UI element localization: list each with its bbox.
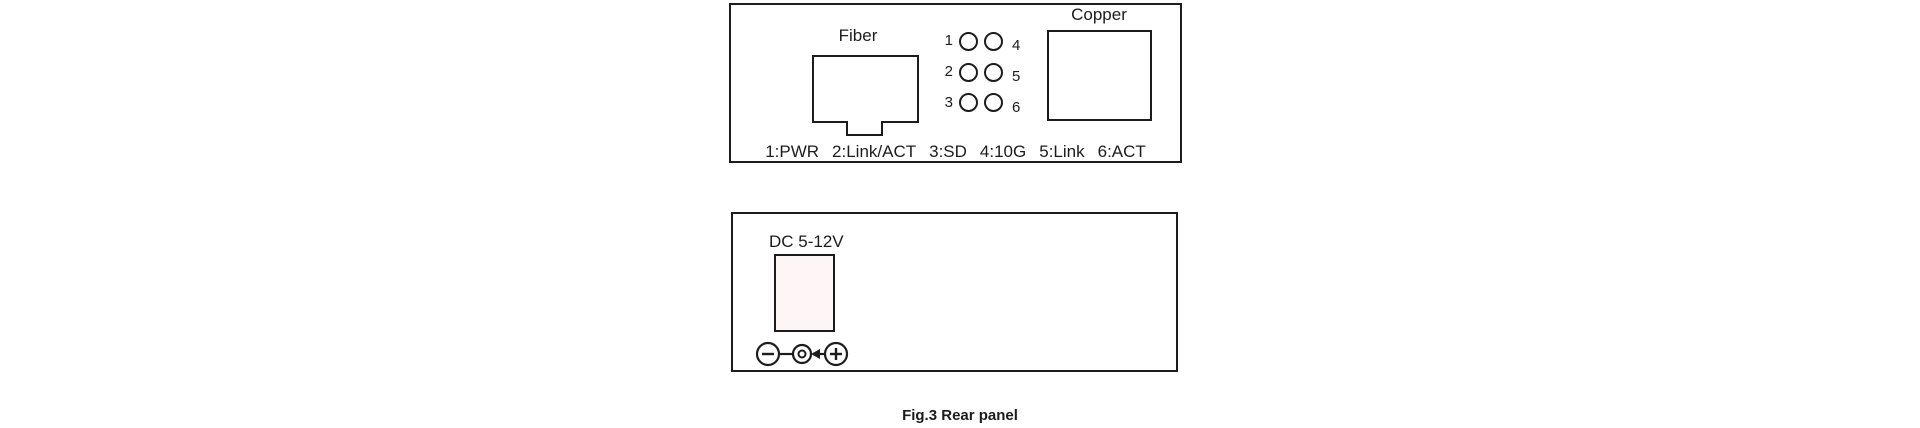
legend-item: 2:Link/ACT (832, 142, 917, 161)
fiber-port-label: Fiber (838, 26, 878, 45)
led-indicator-circle (959, 93, 978, 112)
copper-port-label: Copper (1071, 5, 1127, 24)
led-legend: 1:PWR 2:Link/ACT 3:SD 4:10G 5:Link 6:ACT (731, 143, 1180, 161)
led-indicator-circle (984, 63, 1003, 82)
legend-item: 6:ACT (1097, 142, 1146, 161)
led-number-label: 6 (1012, 99, 1021, 116)
dc-input-label: DC 5-12V (769, 232, 844, 251)
led-indicator-circle (984, 93, 1003, 112)
legend-item: 5:Link (1039, 142, 1085, 161)
led-number-label: 1 (944, 32, 953, 49)
led-number-label: 3 (944, 94, 953, 111)
legend-item: 1:PWR (765, 142, 820, 161)
rear-panel-ports-box: Fiber 1 2 3 4 5 6 Copper 1:PWR 2:Link/AC… (729, 3, 1182, 163)
fiber-port-icon (812, 55, 919, 136)
legend-item: 4:10G (979, 142, 1027, 161)
dc-polarity-center-positive-icon (755, 341, 849, 367)
led-number-label: 4 (1012, 37, 1021, 54)
led-number-label: 5 (1012, 68, 1021, 85)
led-indicator-circle (959, 63, 978, 82)
led-indicator-circle (984, 32, 1003, 51)
legend-item: 3:SD (929, 142, 967, 161)
figure-caption: Fig.3 Rear panel (902, 407, 1018, 424)
rear-panel-power-box: DC 5-12V (731, 212, 1178, 372)
copper-port-icon (1047, 30, 1152, 121)
led-number-label: 2 (944, 63, 953, 80)
led-indicator-circle (959, 32, 978, 51)
dc-power-jack-icon (774, 254, 835, 332)
